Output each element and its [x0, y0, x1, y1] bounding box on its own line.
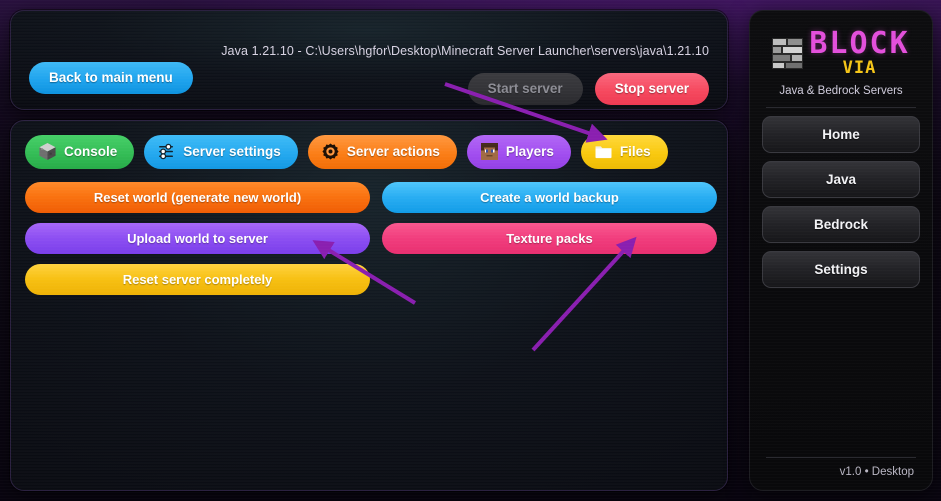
texture-packs-button[interactable]: Texture packs — [382, 223, 717, 254]
sidebar-item-home[interactable]: Home — [762, 116, 920, 153]
block-cube-icon — [38, 142, 57, 161]
tab-server-settings[interactable]: Server settings — [144, 135, 298, 169]
server-content-panel: Console — [10, 120, 728, 491]
stone-texture-icon — [772, 37, 804, 69]
sidebar-top-divider — [766, 107, 916, 108]
server-header-panel: Java 1.21.10 - C:\Users\hgfor\Desktop\Mi… — [10, 10, 728, 110]
brand-tagline: Java & Bedrock Servers — [779, 85, 903, 97]
back-to-main-menu-button[interactable]: Back to main menu — [29, 62, 193, 94]
server-path-label: Java 1.21.10 - C:\Users\hgfor\Desktop\Mi… — [221, 44, 709, 58]
sidebar-spacer — [762, 288, 920, 457]
tab-console-label: Console — [64, 144, 118, 159]
upload-world-button[interactable]: Upload world to server — [25, 223, 370, 254]
sidebar-item-java[interactable]: Java — [762, 161, 920, 198]
tab-server-actions-label: Server actions — [346, 144, 440, 159]
stop-server-button[interactable]: Stop server — [594, 73, 709, 105]
app-sidebar: BLOCK VIA Java & Bedrock Servers Home Ja… — [749, 10, 933, 491]
file-actions-grid: Reset world (generate new world) Create … — [25, 182, 717, 295]
tab-players[interactable]: Players — [466, 135, 571, 169]
sidebar-version-label: v1.0 • Desktop — [839, 466, 914, 478]
server-power-controls: Start server Stop server — [467, 73, 709, 105]
tab-players-label: Players — [505, 144, 554, 159]
folder-icon — [594, 142, 613, 161]
tab-console[interactable]: Console — [25, 135, 135, 169]
create-world-backup-button[interactable]: Create a world backup — [382, 182, 717, 213]
reset-world-button[interactable]: Reset world (generate new world) — [25, 182, 370, 213]
tab-server-settings-label: Server settings — [183, 144, 281, 159]
brand-primary-text: BLOCK — [809, 26, 910, 61]
sidebar-item-bedrock[interactable]: Bedrock — [762, 206, 920, 243]
tab-files-label: Files — [619, 144, 651, 159]
brand-wordmark: BLOCK VIA — [809, 29, 909, 77]
sidebar-footer-divider — [766, 457, 916, 458]
steve-head-icon — [480, 142, 499, 161]
server-tab-bar: Console — [25, 135, 713, 169]
start-server-button[interactable]: Start server — [467, 73, 583, 105]
left-column: Java 1.21.10 - C:\Users\hgfor\Desktop\Mi… — [10, 10, 728, 491]
sidebar-item-settings[interactable]: Settings — [762, 251, 920, 288]
reset-server-button[interactable]: Reset server completely — [25, 264, 370, 295]
sidebar-nav: Home Java Bedrock Settings — [762, 116, 920, 288]
gear-icon — [321, 142, 340, 161]
tab-files[interactable]: Files — [580, 135, 668, 169]
sliders-icon — [157, 142, 176, 161]
brand-logo: BLOCK VIA — [762, 29, 920, 77]
tab-server-actions[interactable]: Server actions — [307, 135, 457, 169]
brand-secondary-text: VIA — [842, 58, 877, 78]
